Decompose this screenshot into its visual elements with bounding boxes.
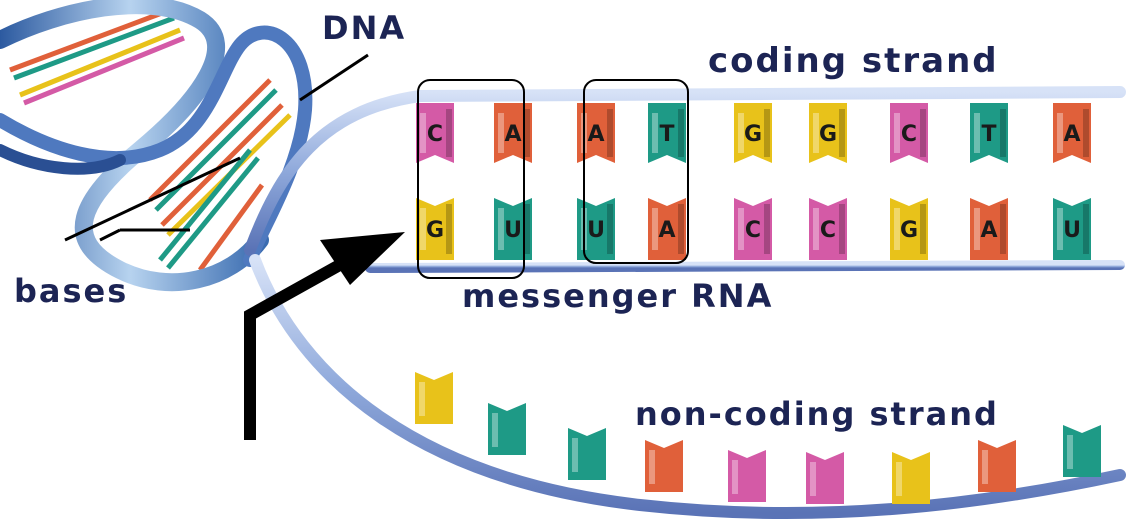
non-coding-base-8 [978,440,1016,492]
non-coding-base-2 [488,403,526,455]
coding-base-8: T [970,103,1008,163]
non-coding-strand-label: non-coding strand [635,395,999,433]
mrna-base-9: U [1053,198,1091,260]
mrna-base-letter-8: A [980,218,997,243]
transcription-arrow [244,232,405,440]
non-coding-base-7 [892,452,930,504]
mrna-base-letter-5: C [745,218,761,243]
dna-pointer-line [299,53,369,102]
mrna-base-letter-2: U [504,218,522,243]
non-coding-strand-backbone [249,254,1126,520]
mrna-base-letter-9: U [1063,218,1081,243]
mrna-base-3: U [577,198,615,260]
mrna-base-8: A [970,198,1008,260]
non-coding-base-1 [415,372,453,424]
mrna-base-letter-6: C [820,218,836,243]
mrna-base-letter-4: A [658,218,675,243]
coding-base-letter-5: G [744,122,762,147]
mrna-base-6: C [809,198,847,260]
coding-base-7: C [890,103,928,163]
coding-base-letter-9: A [1063,122,1080,147]
coding-base-letter-3: A [587,122,604,147]
coding-base-letter-1: C [427,122,443,147]
coding-strand-label: coding strand [708,41,999,81]
coding-base-6: G [809,103,847,163]
coding-base-letter-4: T [659,122,674,147]
coding-base-letter-7: C [901,122,917,147]
mrna-base-letter-3: U [587,218,605,243]
bases-pointer-line-3 [99,228,121,242]
coding-base-letter-6: G [819,122,837,147]
coding-base-9: A [1053,103,1091,163]
mrna-base-2: U [494,198,532,260]
coding-base-1: C [416,103,454,163]
coding-base-5: G [734,103,772,163]
codon-box-1 [417,79,525,279]
bases-label: bases [14,272,129,310]
coding-base-letter-2: A [504,122,521,147]
coding-base-4: T [648,103,686,163]
bases-pointer-line-1 [64,156,241,242]
mrna-base-5: C [734,198,772,260]
non-coding-strand-bases [415,372,1101,504]
mrna-base-letter-7: G [900,218,918,243]
non-coding-base-6 [806,452,844,504]
non-coding-base-9 [1063,425,1101,477]
mrna-backbone [365,260,1125,273]
mrna-base-7: G [890,198,928,260]
coding-base-letter-8: T [981,122,996,147]
coding-base-2: A [494,103,532,163]
dna-label: DNA [322,9,407,47]
messenger-rna-label: messenger RNA [462,277,774,315]
mrna-base-1: G [416,198,454,260]
helix-base-pairs [9,7,292,272]
non-coding-base-4 [645,440,683,492]
mrna-base-letter-1: G [426,218,444,243]
non-coding-base-5 [728,450,766,502]
coding-base-3: A [577,103,615,163]
codon-box-2 [583,79,689,264]
mrna-base-4: A [648,198,686,260]
non-coding-base-3 [568,428,606,480]
coding-strand-backbone [244,86,1126,256]
